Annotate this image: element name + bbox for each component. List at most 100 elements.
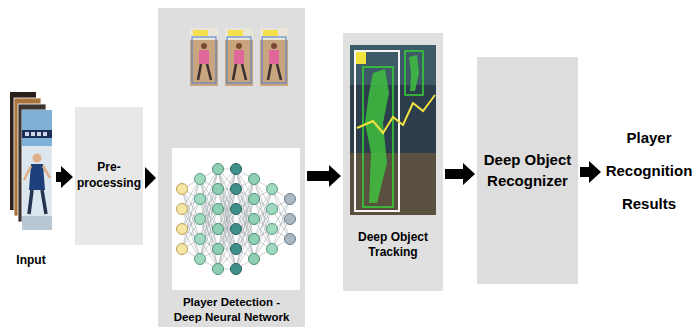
detection-illustration-part — [177, 184, 188, 195]
node-label: Input — [16, 253, 45, 268]
detection-illustration-part — [267, 224, 278, 235]
detection-illustration-part — [269, 50, 279, 64]
detection-illustration-part — [227, 37, 251, 83]
process-panel: Deep Object Tracking — [343, 33, 443, 291]
detection-illustration-part — [268, 64, 281, 80]
detection-illustration-part — [263, 30, 278, 36]
output-node: Player Recognition Results — [603, 105, 695, 235]
detection-illustration-part — [195, 214, 206, 225]
detection-illustration-part — [213, 264, 224, 275]
detection-illustration-part — [213, 224, 224, 235]
detection-illustration-part — [249, 254, 260, 265]
input-frames-icon-part — [22, 216, 52, 230]
tracking-illustration-part — [405, 51, 423, 95]
tracking-illustration-part — [357, 95, 435, 133]
detection-illustration-part — [271, 43, 277, 49]
detection-illustration-part — [267, 204, 278, 215]
input-frames-icon-part — [22, 130, 52, 138]
detection-illustration-part — [249, 214, 260, 225]
flow-arrow — [307, 165, 341, 187]
network-panel — [172, 148, 300, 290]
detection-illustration-part — [249, 174, 260, 185]
detection-illustration-part — [195, 174, 206, 185]
detection-illustration — [158, 8, 305, 327]
detection-illustration-part — [285, 194, 296, 205]
detection-illustration-part — [195, 194, 206, 205]
input-frames-icon-part — [43, 132, 47, 136]
detection-thumbnail — [260, 28, 288, 86]
detection-illustration-part — [195, 234, 206, 245]
input-frames-icon-part — [24, 166, 50, 180]
input-frames-icon-part — [29, 190, 46, 214]
input-frames-icon-part — [33, 154, 42, 163]
input-frames-icon-part — [25, 132, 29, 136]
tracking-illustration-part — [355, 51, 399, 211]
input-node: Input — [8, 80, 54, 270]
detection-illustration-part — [262, 37, 286, 83]
process-box: Pre- processing — [75, 107, 143, 245]
detection-illustration-part — [225, 28, 253, 40]
detection-illustration-part — [285, 234, 296, 245]
detection-illustration-part — [249, 194, 260, 205]
detection-illustration-part — [225, 28, 253, 86]
node-label: Deep Object Recognizer — [481, 150, 574, 191]
tracking-illustration-part — [356, 52, 366, 64]
input-frames-icon — [8, 86, 54, 236]
detection-illustration-part — [199, 50, 209, 64]
detection-illustration-part — [198, 64, 211, 80]
detection-illustration-part — [231, 224, 242, 235]
tracking-illustration-part — [365, 69, 389, 203]
detection-illustration-part — [192, 37, 216, 83]
detection-illustration-part — [190, 28, 218, 40]
tracking-illustration-part — [363, 67, 393, 207]
flow-arrow — [445, 163, 475, 185]
detection-illustration-part — [249, 234, 260, 245]
tracking-illustration-part — [350, 45, 436, 215]
detection-illustration-part — [231, 244, 242, 255]
detection-illustration-part — [201, 43, 207, 49]
detection-illustration-part — [213, 184, 224, 195]
detection-illustration-part — [177, 204, 188, 215]
process-box: Deep Object Recognizer — [477, 57, 578, 284]
detection-illustration-part — [228, 30, 243, 36]
flow-arrow — [580, 161, 601, 183]
detection-illustration-part — [218, 209, 236, 269]
tracking-illustration-part — [409, 55, 419, 91]
tracking-illustration — [343, 33, 443, 223]
detection-illustration-part — [233, 64, 246, 80]
detection-illustration-part — [231, 164, 242, 175]
detection-illustration-part — [190, 28, 218, 86]
detection-illustration-part — [231, 264, 242, 275]
detection-illustration-part — [177, 224, 188, 235]
detection-illustration-part — [234, 50, 244, 64]
detection-thumbnail — [225, 28, 253, 86]
detection-illustration-part — [267, 244, 278, 255]
detection-illustration-part — [236, 43, 242, 49]
detection-illustration-part — [193, 30, 208, 36]
detection-illustration-part — [267, 184, 278, 195]
flow-arrow — [56, 166, 73, 188]
network-neurons — [177, 164, 296, 275]
flow-arrow — [145, 167, 156, 189]
input-frames-icon-part — [22, 110, 52, 230]
detection-illustration-part — [231, 204, 242, 215]
input-frames-icon-part — [37, 132, 41, 136]
detection-illustration-part — [231, 184, 242, 195]
detection-thumbnail — [190, 28, 218, 86]
node-label: Player Recognition Results — [604, 121, 694, 220]
network-links — [182, 169, 290, 269]
detection-illustration-part — [213, 244, 224, 255]
node-label: Pre- processing — [77, 160, 141, 191]
input-frames-icon-part — [31, 132, 35, 136]
detection-illustration-part — [260, 28, 288, 86]
node-label: Deep Object Tracking — [347, 230, 439, 261]
detection-illustration-part — [177, 244, 188, 255]
process-panel: Player Detection - Deep Neural Network — [158, 8, 305, 327]
detection-illustration-part — [285, 214, 296, 225]
detection-illustration-part — [213, 204, 224, 215]
detection-illustration-part — [213, 164, 224, 175]
input-frames-icon-part — [22, 110, 52, 146]
detection-illustration-part — [260, 28, 288, 40]
detection-illustration-part — [195, 254, 206, 265]
